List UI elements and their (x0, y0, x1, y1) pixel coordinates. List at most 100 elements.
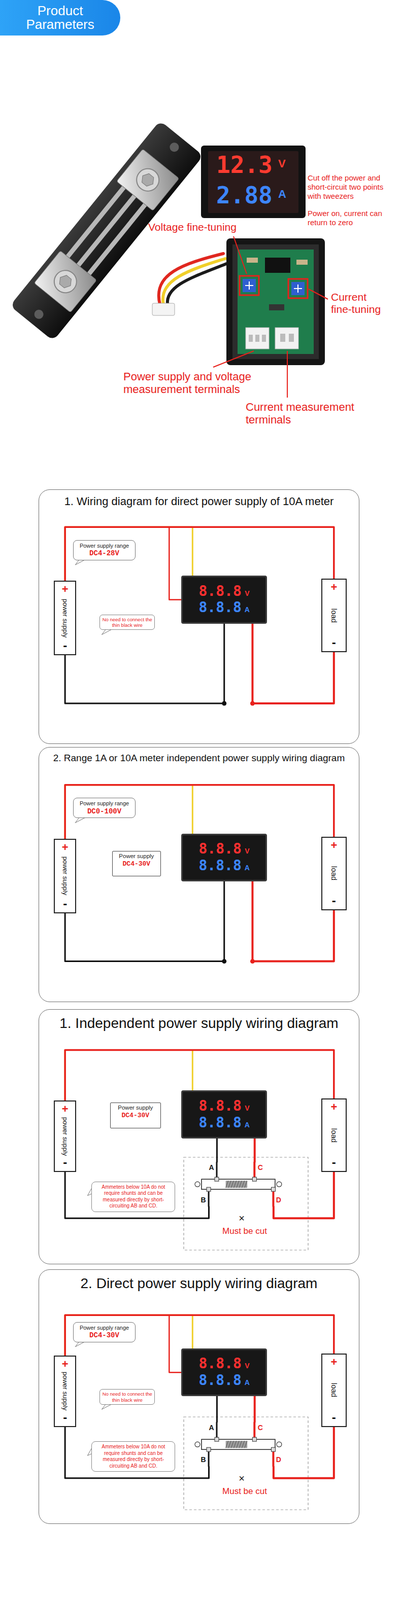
meter-display (208, 151, 299, 214)
battery-box: +power supply- (53, 1356, 77, 1429)
wire (64, 527, 182, 600)
display-digits: 8.8.8 (198, 842, 242, 858)
load-box: +load- (321, 1099, 347, 1174)
wire-plug (152, 303, 175, 316)
terminal-label: C (257, 1164, 263, 1174)
terminal-post (272, 1450, 275, 1468)
battery-label: power supply (61, 598, 69, 639)
junction-dot (221, 702, 227, 707)
mount-hole (276, 1182, 282, 1188)
polarity-mark: - (54, 640, 76, 653)
load-box: + load - (321, 1354, 347, 1429)
wire (64, 785, 193, 840)
terminal-pad (271, 1448, 276, 1453)
hatch-line (242, 1442, 245, 1450)
mount-hole (168, 141, 181, 154)
display-reading: 12.3 (216, 153, 273, 177)
hatch-line (236, 1181, 240, 1189)
load-label: load (329, 608, 338, 623)
bubble-tail (75, 818, 86, 824)
meter-display: 8.8.8V8.8.8A (181, 1349, 267, 1398)
terminal-pad (214, 1438, 219, 1443)
component (269, 304, 285, 311)
display-digits: 8.8.8 (198, 1099, 242, 1116)
leader-line (213, 351, 254, 368)
polarity-mark: + (322, 1102, 346, 1114)
polarity-mark: + (54, 584, 76, 596)
battery-box: +power supply- (53, 839, 77, 915)
unit-label: V (244, 1363, 250, 1372)
hatch-line (231, 1181, 235, 1189)
polarity-mark: + (322, 1357, 346, 1369)
voltage-range: DC4-30V (114, 860, 159, 870)
shunt-drawing (193, 1162, 284, 1208)
note-bubble: Ammeters below 10A do not require shunts… (91, 1182, 176, 1214)
bubble-tail (101, 629, 112, 636)
wire (273, 1428, 334, 1480)
display-digits: 8.8.8 (198, 858, 242, 875)
unit-label: V (244, 1105, 250, 1114)
hatch-line (231, 1442, 235, 1450)
note-bubble: No need to connect the thin black wire (99, 1390, 155, 1407)
resistor (296, 259, 308, 265)
display-digits: 8.8.8 (198, 600, 242, 617)
terminal-post (253, 1162, 256, 1181)
title-banner: Product Parameters (0, 0, 121, 36)
terminal-post (208, 1190, 210, 1208)
callout-text: Power supply range (76, 800, 132, 808)
wire (253, 1397, 256, 1423)
dashed-region (183, 1158, 309, 1252)
junction-group (221, 702, 255, 965)
bubble-tail (75, 1342, 86, 1349)
terminal-label: C (257, 1424, 263, 1434)
load-box: +load- (321, 837, 347, 912)
pot-screw (293, 284, 303, 293)
battery-box: +power supply- (53, 1101, 77, 1174)
wire (216, 1397, 218, 1423)
highlight-box (239, 276, 259, 296)
polarity-mark: + (322, 582, 346, 594)
battery-label: power supply (61, 1373, 69, 1413)
callout-text: Power supply range (76, 543, 132, 550)
meter-display: 8.8.8V8.8.8A (181, 834, 267, 883)
junction-dot (250, 702, 255, 707)
hatch-line (228, 1442, 231, 1450)
cut-mark: × (233, 1214, 250, 1225)
polarity-mark: - (54, 1157, 76, 1170)
mount-hole (276, 1443, 282, 1449)
meter-display: 8.8.8V8.8.8A (181, 1091, 267, 1140)
load-label: load (329, 1384, 338, 1399)
callout-label: Voltage fine-tuning (148, 221, 237, 234)
shunt-block (116, 149, 180, 212)
resistor (246, 257, 258, 263)
polarity-mark: + (322, 840, 346, 852)
potentiometer (291, 282, 305, 296)
leader-line (308, 289, 328, 300)
display-reading: 2.88 (216, 183, 273, 208)
unit-label: A (244, 606, 250, 615)
cut-note: Must be cut (209, 1227, 281, 1238)
mount-hole (194, 1182, 200, 1188)
note-text: Ammeters below 10A do not require shunts… (94, 1185, 172, 1211)
highlight-box (288, 279, 308, 299)
unit-label: V (244, 590, 250, 598)
diagram-panel: 1. Independent power supply wiring diagr… (38, 1010, 359, 1266)
bubble-tail (101, 1405, 112, 1412)
wire (64, 785, 334, 840)
hatch-line (225, 1181, 229, 1189)
note-text: No need to connect the thin black wire (102, 617, 153, 629)
hatch-line (228, 1181, 231, 1189)
callout-label: Current fine-tuning (330, 291, 388, 316)
junction-dot (221, 959, 227, 965)
instruction-note: Power on, current can return to zero (307, 209, 398, 228)
unit-label: A (244, 864, 250, 873)
wire (64, 527, 334, 582)
unit-label: V (278, 158, 286, 170)
load-label: load (329, 1129, 338, 1144)
polarity-mark: - (322, 1412, 346, 1425)
diagram-panel: 2. Range 1A or 10A meter independent pow… (38, 747, 359, 1004)
junction-dot (250, 959, 255, 965)
ic-chip (264, 257, 291, 274)
wire (64, 1316, 193, 1357)
supply-box: Power supplyDC4-30V (112, 851, 161, 878)
